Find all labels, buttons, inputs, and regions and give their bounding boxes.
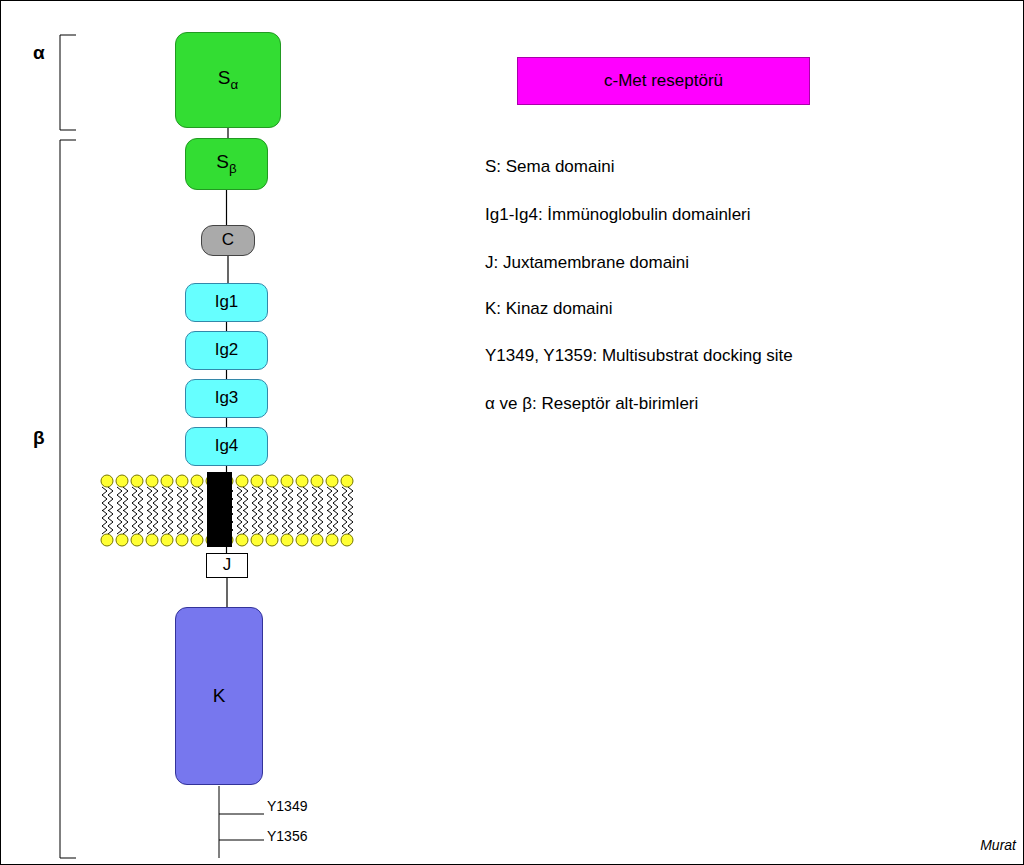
tyrosine-label: Y1349 — [267, 799, 307, 814]
domain-label: Ig3 — [215, 389, 239, 408]
transmembrane-segment — [207, 472, 232, 547]
domain-label: Ig1 — [215, 293, 239, 312]
legend-text: Ig1-Ig4: İmmünoglobulin domainleri — [485, 206, 751, 225]
alpha-bracket — [60, 35, 76, 130]
c-terminal-tail — [219, 786, 264, 858]
ig-domain: Ig3 — [185, 379, 268, 418]
domain-label: C — [222, 231, 234, 250]
cystein-domain: C — [201, 225, 255, 256]
legend-text: K: Kinaz domaini — [485, 300, 613, 319]
domain-link — [226, 322, 227, 331]
domain-link — [227, 128, 228, 138]
beta-bracket — [60, 140, 76, 858]
domain-link — [227, 256, 228, 283]
tyrosine-label: Y1356 — [267, 829, 307, 844]
ig-domain: Ig4 — [185, 427, 268, 466]
ig-domain: Ig1 — [185, 283, 268, 322]
legend-text: J: Juxtamembrane domaini — [485, 254, 689, 273]
legend-text: α ve β: Reseptör alt-birimleri — [485, 395, 698, 414]
subunit-label: β — [33, 428, 45, 449]
domain-label: c-Met reseptörü — [604, 72, 723, 91]
domain-label: Ig4 — [215, 437, 239, 456]
sema-alpha-domain: Sα — [175, 32, 281, 128]
legend-text: S: Sema domaini — [485, 158, 614, 177]
domain-link — [226, 370, 227, 379]
domain-label: K — [213, 686, 226, 707]
domain-label: Sβ — [216, 152, 236, 176]
sema-beta-domain: Sβ — [185, 138, 268, 190]
legend-text: Y1349, Y1359: Multisubstrat docking site — [485, 347, 793, 366]
domain-label: Sα — [218, 68, 238, 92]
domain-link — [226, 578, 227, 607]
ig-domain: Ig2 — [185, 331, 268, 370]
domain-link — [226, 190, 227, 225]
juxtamembrane-domain: J — [206, 553, 248, 578]
kinase-domain: K — [175, 607, 263, 785]
subunit-label: α — [33, 43, 45, 64]
title-box: c-Met reseptörü — [517, 57, 810, 105]
domain-label: J — [223, 556, 232, 575]
domain-link — [226, 418, 227, 427]
domain-label: Ig2 — [215, 341, 239, 360]
author-signature: Murat — [980, 838, 1016, 853]
